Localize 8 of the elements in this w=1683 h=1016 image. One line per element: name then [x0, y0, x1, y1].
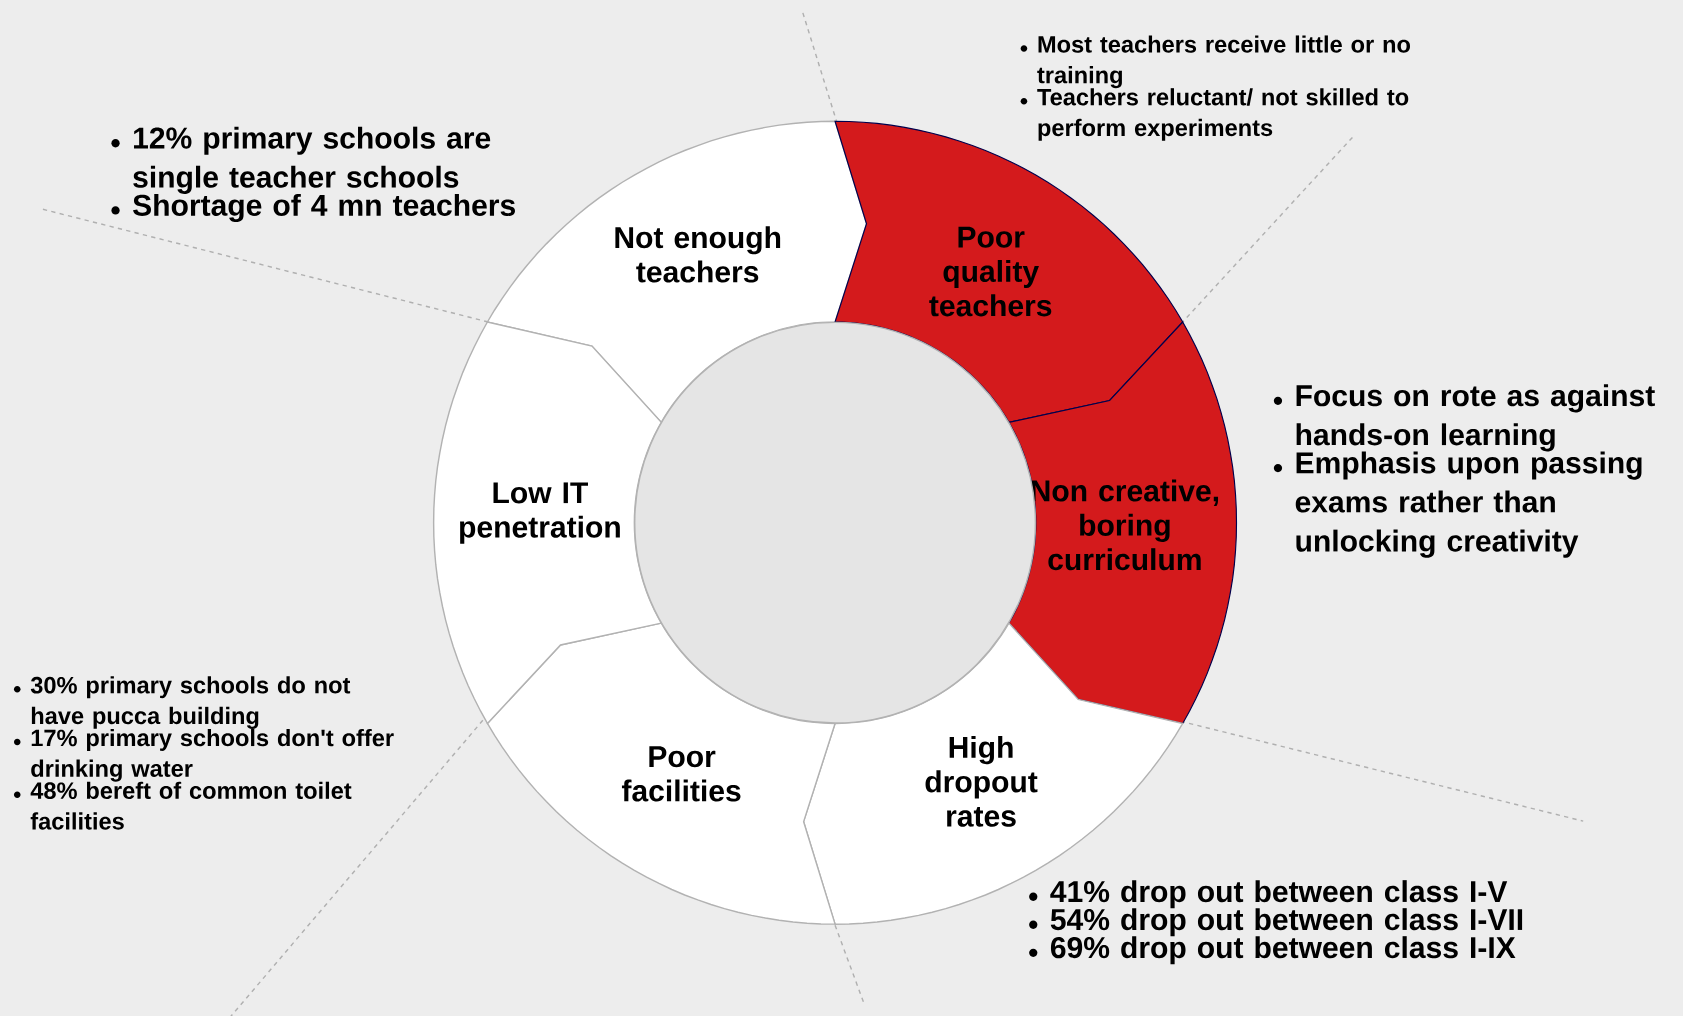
bullet-text: Emphasis upon passing exams rather than unlocking creativity — [1295, 451, 1642, 558]
bullet-text: 30% primary schools do not have pucca building — [30, 676, 351, 729]
bullet-text: 17% primary schools don't offer drinking water — [31, 728, 394, 782]
bullet-text: Focus on rote as against hands-on learning — [1296, 384, 1655, 452]
bullet-text: 69% drop out between class I-IX — [1050, 935, 1516, 964]
bullet-text: 48% bereft of common toilet facilities — [30, 781, 352, 830]
donut-segment: Poor facilities — [486, 622, 837, 925]
bullet-text: Most teachers receive little or no training — [1037, 35, 1410, 88]
